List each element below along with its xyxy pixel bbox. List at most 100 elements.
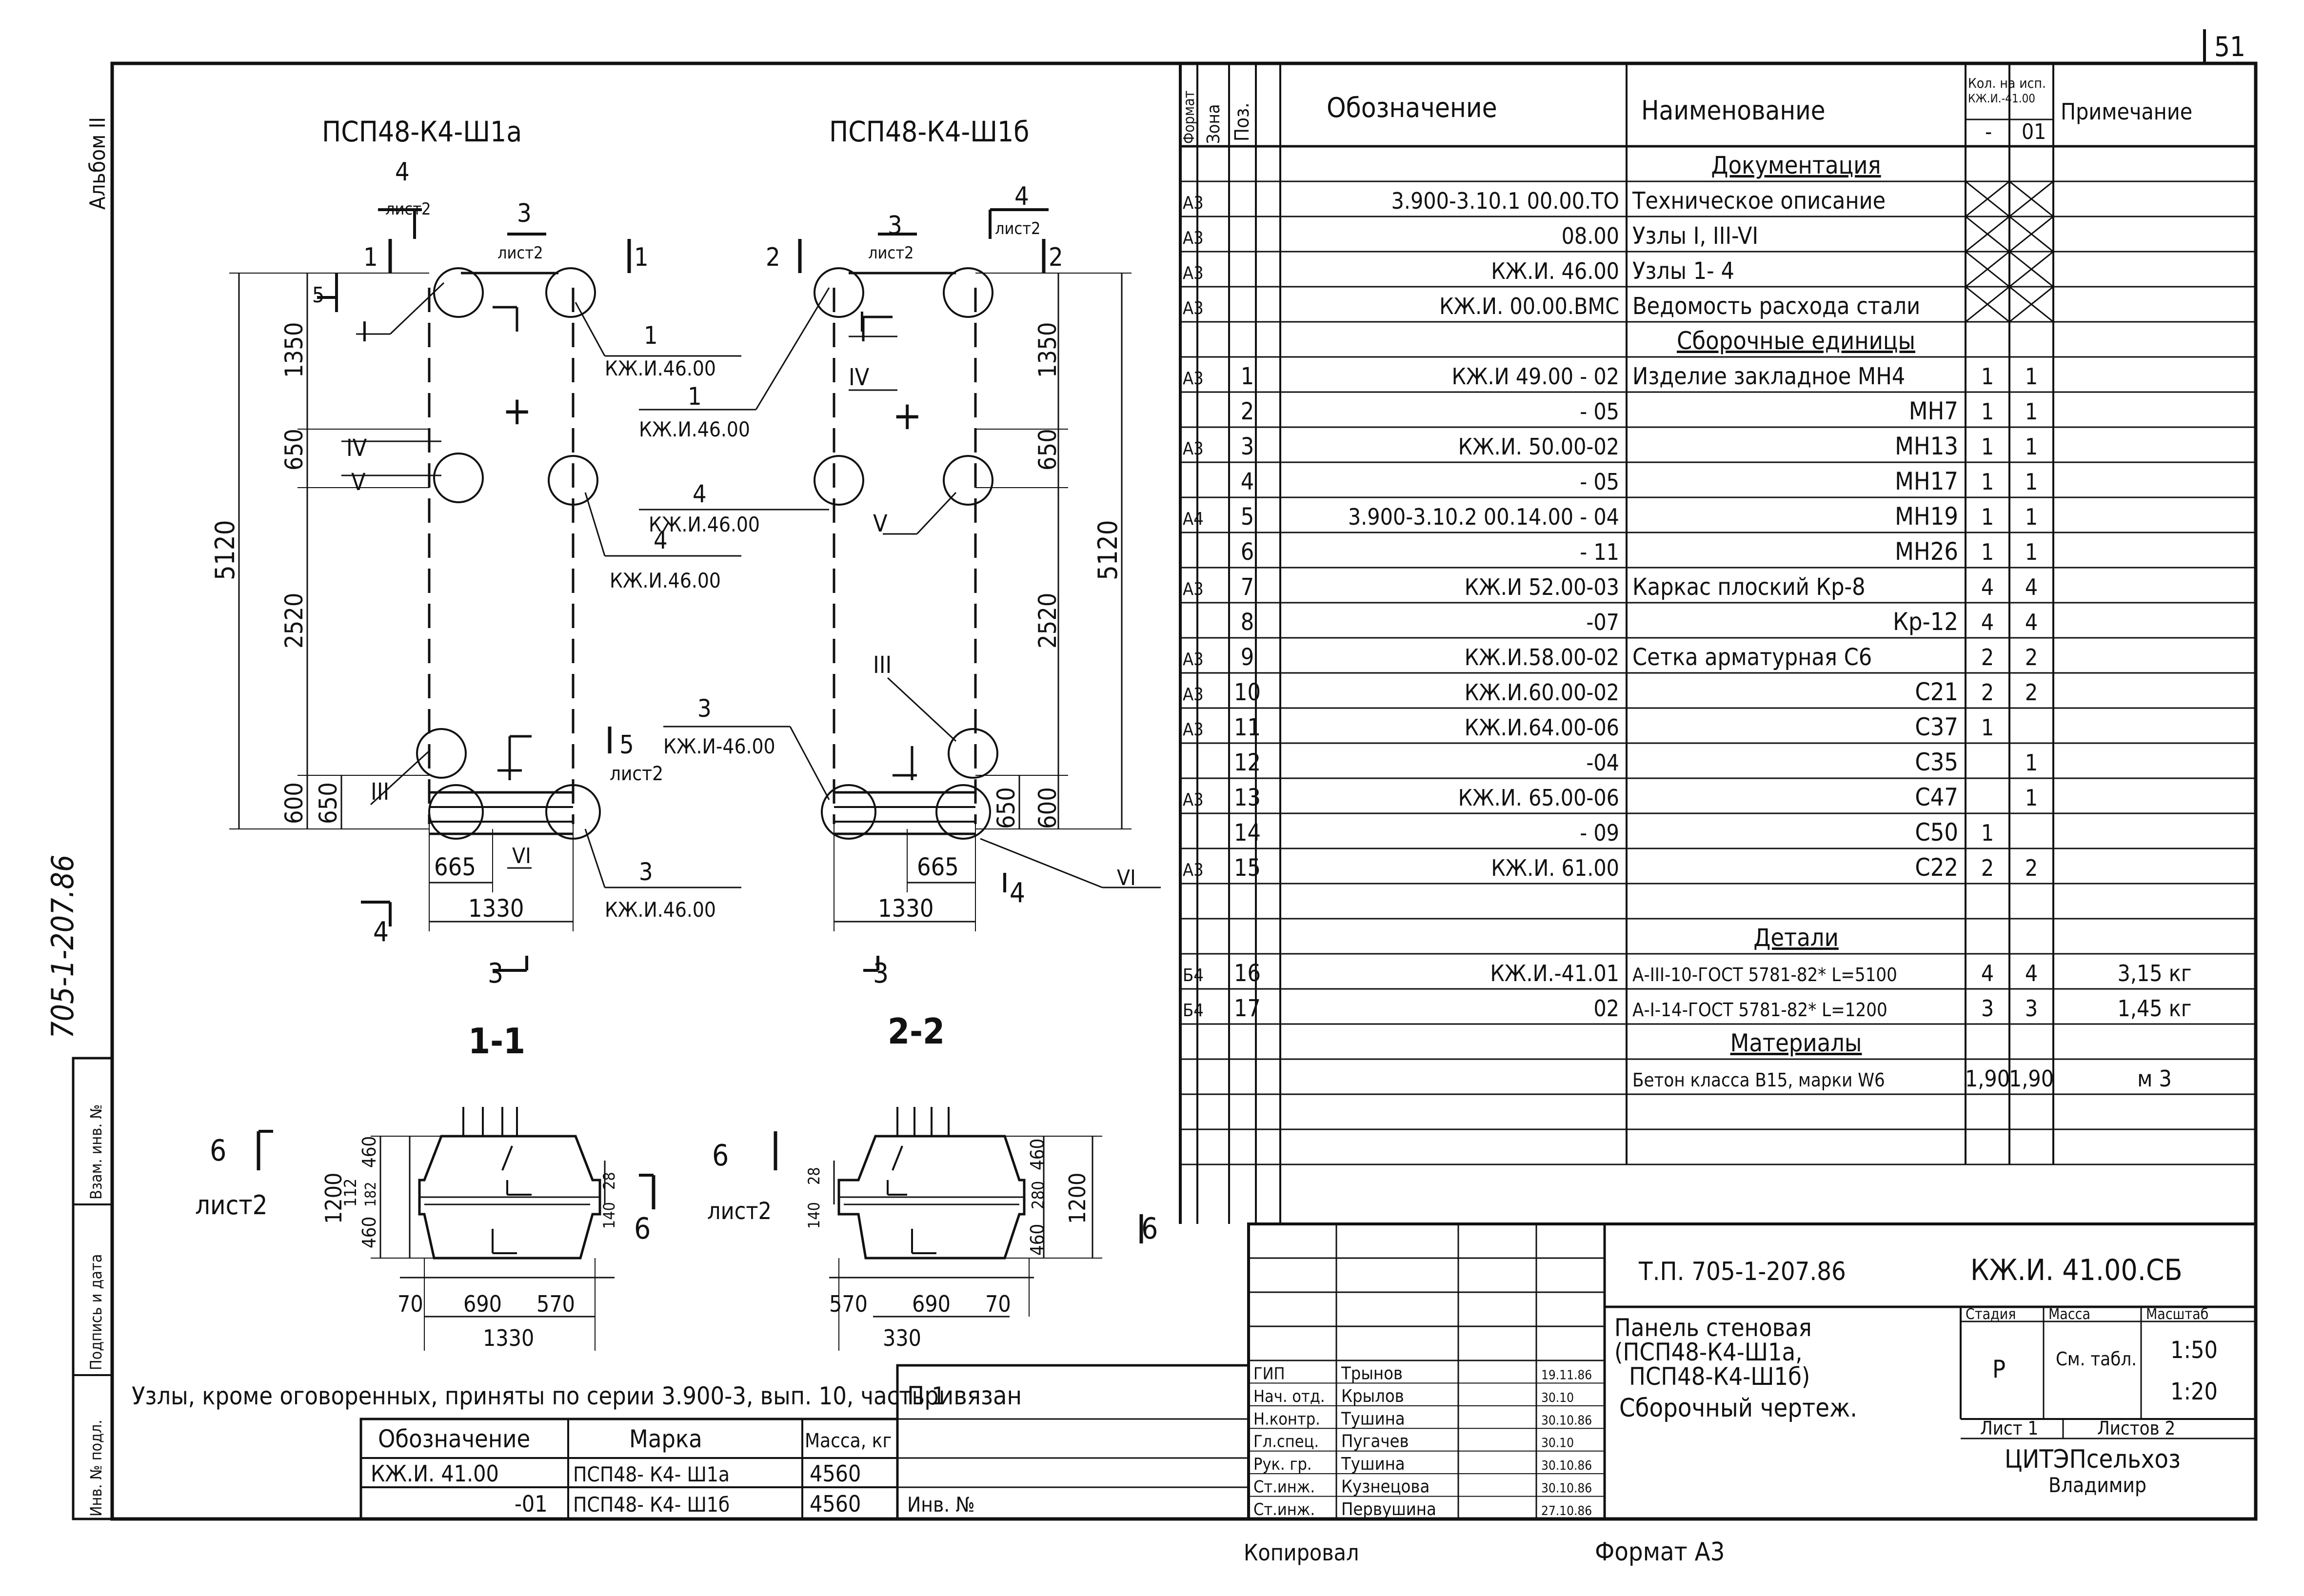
svg-text:13: 13 — [1234, 784, 1261, 811]
svg-text:01: 01 — [2022, 119, 2046, 144]
svg-text:02: 02 — [1593, 995, 1619, 1022]
svg-text:КЖ.И 49.00 - 02: КЖ.И 49.00 - 02 — [1452, 363, 1620, 390]
svg-text:КЖ.И.-41.00: КЖ.И.-41.00 — [1968, 92, 2035, 105]
svg-text:28: 28 — [805, 1167, 823, 1185]
svg-text:IV: IV — [849, 364, 870, 391]
svg-text:А3: А3 — [1183, 579, 1204, 599]
svg-text:9: 9 — [1241, 644, 1254, 671]
svg-text:I: I — [858, 307, 866, 338]
svg-text:1: 1 — [2025, 398, 2038, 425]
svg-text:1330: 1330 — [878, 894, 934, 923]
svg-text:А3: А3 — [1183, 298, 1204, 318]
svg-text:1,90: 1,90 — [1965, 1065, 2010, 1092]
svg-text:Примечание: Примечание — [2061, 99, 2192, 125]
svg-text:2: 2 — [766, 243, 780, 272]
svg-text:17: 17 — [1234, 995, 1261, 1022]
album-label: Альбом II — [85, 117, 110, 210]
svg-text:4: 4 — [1981, 960, 1994, 986]
right-view-title: ПСП48-К4-Ш1б — [829, 115, 1029, 148]
svg-text:-01: -01 — [515, 1491, 548, 1517]
svg-text:V: V — [873, 510, 888, 537]
svg-text:4: 4 — [373, 916, 389, 948]
svg-text:- 11: - 11 — [1580, 539, 1619, 565]
svg-text:VI: VI — [512, 844, 531, 868]
drawing-views: ПСП48-К4-Ш1а ПСП48-К4-Ш1б + — [195, 115, 1161, 1351]
svg-text:280: 280 — [1029, 1181, 1048, 1209]
svg-text:А4: А4 — [1183, 509, 1204, 529]
svg-text:С47: С47 — [1915, 783, 1958, 811]
svg-text:ЦИТЭПсельхоз: ЦИТЭПсельхоз — [2005, 1445, 2181, 1474]
svg-text:КЖ.И-46.00: КЖ.И-46.00 — [663, 734, 775, 758]
svg-text:Т.П. 705-1-207.86: Т.П. 705-1-207.86 — [1638, 1257, 1846, 1286]
svg-text:2: 2 — [1981, 644, 1994, 670]
svg-text:5120: 5120 — [1092, 520, 1123, 580]
svg-text:3: 3 — [697, 694, 712, 723]
svg-text:1:50: 1:50 — [2170, 1337, 2218, 1364]
svg-text:5: 5 — [312, 283, 324, 308]
svg-text:665: 665 — [917, 853, 959, 881]
svg-text:ПСП48- К4- Ш1а: ПСП48- К4- Ш1а — [573, 1462, 730, 1486]
svg-text:460: 460 — [358, 1217, 380, 1248]
section-1-label: 1-1 — [468, 1021, 525, 1062]
svg-text:Тушина: Тушина — [1341, 1409, 1405, 1429]
svg-text:12: 12 — [1234, 749, 1261, 776]
svg-text:Инв. №: Инв. № — [907, 1493, 975, 1517]
svg-text:Изделие закладное МН4: Изделие закладное МН4 — [1632, 363, 1905, 390]
format-label: Формат А3 — [1595, 1537, 1725, 1567]
svg-text:м 3: м 3 — [2137, 1065, 2172, 1092]
svg-text:5: 5 — [619, 730, 634, 760]
svg-text:1: 1 — [1981, 539, 1994, 565]
svg-text:- 05: - 05 — [1580, 398, 1619, 425]
svg-text:1200: 1200 — [320, 1173, 347, 1224]
svg-text:лист2: лист2 — [497, 243, 543, 263]
svg-text:Формат: Формат — [1181, 91, 1198, 144]
svg-text:Панель стеновая: Панель стеновая — [1614, 1314, 1812, 1342]
svg-text:30.10.86: 30.10.86 — [1541, 1481, 1592, 1496]
svg-text:А3: А3 — [1183, 439, 1204, 459]
svg-text:10: 10 — [1234, 679, 1261, 706]
svg-text:1: 1 — [2025, 539, 2038, 565]
svg-text:Рук. гр.: Рук. гр. — [1253, 1455, 1312, 1474]
svg-text:Крылов: Крылов — [1341, 1386, 1404, 1406]
svg-text:2: 2 — [1241, 398, 1254, 425]
svg-text:15: 15 — [1234, 854, 1261, 882]
svg-text:Материалы: Материалы — [1730, 1029, 1862, 1057]
svg-text:1350: 1350 — [280, 322, 308, 378]
svg-text:140: 140 — [600, 1202, 618, 1229]
svg-text:Детали: Детали — [1753, 924, 1839, 952]
svg-text:А3: А3 — [1183, 369, 1204, 389]
svg-text:3: 3 — [873, 958, 889, 989]
svg-text:1: 1 — [1981, 469, 1994, 495]
svg-text:30.10.86: 30.10.86 — [1541, 1413, 1592, 1428]
svg-text:460: 460 — [1027, 1139, 1048, 1170]
svg-text:КЖ.И.58.00-02: КЖ.И.58.00-02 — [1465, 644, 1619, 670]
svg-text:690: 690 — [463, 1291, 502, 1317]
svg-text:Привязан: Привязан — [907, 1381, 1022, 1411]
svg-text:лист2: лист2 — [868, 243, 914, 263]
svg-text:А-III-10-ГОСТ 5781-82* L=5100: А-III-10-ГОСТ 5781-82* L=5100 — [1632, 964, 1897, 985]
svg-text:-: - — [1985, 119, 1992, 144]
svg-text:Зона: Зона — [1204, 104, 1224, 144]
svg-text:570: 570 — [829, 1291, 868, 1317]
svg-text:лист2: лист2 — [385, 199, 431, 219]
svg-text:Гл.спец.: Гл.спец. — [1253, 1432, 1319, 1452]
left-dimension-labels: 1350 650 2520 600 650 665 1330 5120 — [210, 322, 524, 923]
page-number: 51 — [2214, 31, 2245, 63]
svg-text:Кр-12: Кр-12 — [1893, 608, 1958, 636]
svg-text:С37: С37 — [1915, 713, 1958, 741]
svg-text:4: 4 — [1010, 877, 1025, 909]
svg-text:А3: А3 — [1183, 720, 1204, 740]
svg-text:А3: А3 — [1183, 860, 1204, 880]
svg-text:6: 6 — [1141, 1212, 1158, 1246]
svg-text:4: 4 — [1981, 574, 1994, 600]
svg-text:МН7: МН7 — [1909, 397, 1958, 425]
kopiroval-label: Копировал — [1244, 1539, 1359, 1566]
svg-text:1: 1 — [2025, 504, 2038, 530]
svg-text:А3: А3 — [1183, 263, 1204, 283]
svg-text:А3: А3 — [1183, 193, 1204, 213]
svg-text:МН17: МН17 — [1895, 467, 1958, 495]
svg-text:460: 460 — [1027, 1224, 1048, 1256]
svg-text:А3: А3 — [1183, 228, 1204, 248]
svg-text:МН13: МН13 — [1895, 432, 1958, 460]
